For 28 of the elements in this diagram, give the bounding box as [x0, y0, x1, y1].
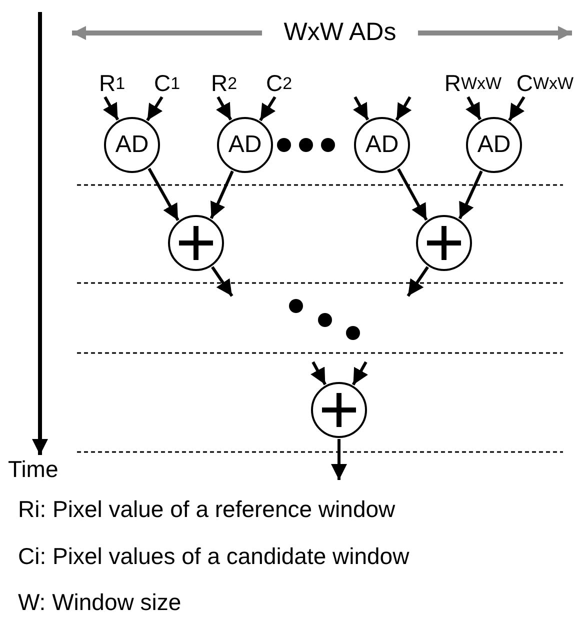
arrow: [146, 96, 164, 122]
arrow: [466, 96, 482, 120]
dimension-label: WxW ADs: [284, 20, 396, 45]
arrow: [259, 96, 276, 122]
arrow: [331, 439, 347, 480]
axis-label: Time: [8, 458, 58, 481]
arrow: [211, 266, 234, 297]
legend-note: Ci: Pixel values of a candidate window: [18, 545, 410, 568]
arrow: [395, 96, 412, 121]
arrow: [397, 168, 428, 221]
process-circle: AD: [104, 117, 160, 173]
arrow: [352, 96, 370, 120]
arrow: [210, 170, 234, 219]
arrow: [508, 96, 526, 122]
adder-circle: [168, 215, 224, 271]
process-circle: AD: [354, 117, 410, 173]
adder-circle: [416, 215, 472, 271]
legend-note: W: Window size: [18, 591, 182, 614]
arrow: [102, 96, 120, 120]
arrow: [216, 96, 232, 120]
arrow: [352, 361, 368, 386]
process-circle: AD: [466, 117, 522, 173]
legend-note: Ri: Pixel value of a reference window: [18, 498, 396, 521]
arrow: [406, 266, 429, 297]
process-circle: AD: [217, 117, 273, 173]
arrow: [458, 170, 483, 220]
arrow: [148, 168, 180, 221]
arrow: [310, 361, 326, 386]
